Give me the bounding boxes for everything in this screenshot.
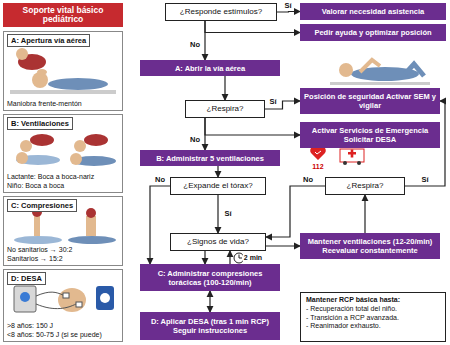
flow-arrow (277, 11, 300, 13)
step-panel: C: Compresiones No sanitarios → 30:2Sanit… (3, 196, 123, 266)
title-text: Soporte vital básico pediátrico (7, 6, 119, 25)
panel-caption: <8 años: 50-75 J (si se puede) (7, 331, 119, 339)
node-text: A: Abrir la vía aérea (175, 64, 245, 73)
flow-arrow (364, 195, 365, 233)
note-box: Mantener RCP básica hasta:- Recuperación… (300, 292, 446, 342)
node-text: Activar Servicios de Emergencia Solicita… (304, 126, 436, 144)
flow-arrow (204, 251, 205, 264)
action-box: A: Abrir la vía aérea (140, 60, 280, 76)
node-text: C: Administrar compresiones torácicas (1… (144, 269, 276, 287)
recovery-position-illustration (330, 60, 430, 85)
airway-illustration (10, 48, 116, 94)
title-box: Soporte vital básico pediátrico (3, 3, 123, 27)
note-item: - Recuperación total del niño. (306, 305, 397, 314)
heart-phone-icon (310, 146, 326, 160)
panel-caption: Sanitarios → 15:2 (7, 255, 119, 263)
edge-label: No (189, 136, 201, 144)
panel-picture-area (7, 212, 119, 246)
panel-heading: C: Compresiones (7, 199, 77, 212)
action-box: Valorar necesidad asistencia (300, 3, 446, 20)
step-panel: B: VentilacionesLactante: Boca a boca-na… (3, 114, 123, 193)
decision-box: ¿Respira? (325, 177, 405, 195)
decision-box: ¿Signos de vida? (170, 233, 266, 251)
panel-picture-area (7, 130, 119, 173)
flow-arrow (266, 186, 325, 237)
flow-arrow (205, 21, 300, 33)
node-text: ¿Respira? (347, 181, 384, 190)
panel-heading: B: Ventilaciones (7, 117, 73, 130)
flow-arrow (224, 76, 225, 100)
node-text: ¿Expande el tórax? (183, 181, 252, 190)
node-text: Mantener ventilaciones (12-20/min) Reeva… (304, 237, 436, 255)
step-panel: A: Apertura vía aéreaManiobra frente-men… (3, 31, 123, 111)
node-text: ¿Responde estímulos? (180, 7, 262, 16)
action-box: Pedir ayuda y optimizar posición (300, 24, 446, 41)
edge-label: Sí (268, 98, 277, 106)
flow-arrow (266, 245, 300, 246)
ventilation-illustration (16, 134, 116, 166)
compression-illustration (14, 207, 116, 244)
panel-caption: Maniobra frente-mentón (7, 100, 119, 108)
panel-picture-area (7, 47, 119, 100)
edge-label: Sí (223, 210, 232, 218)
action-box: Mantener ventilaciones (12-20/min) Reeva… (300, 233, 440, 259)
flow-arrow (217, 195, 218, 233)
node-text: ¿Respira? (207, 104, 244, 113)
decision-box: ¿Respira? (185, 100, 265, 118)
flow-arrow (209, 291, 210, 312)
time-label: 2 min (243, 254, 263, 262)
edge-label: No (154, 176, 166, 184)
ambulance-icon (340, 149, 364, 165)
decision-box: ¿Responde estímulos? (165, 3, 277, 21)
note-item: - Transición a RCP avanzada. (306, 314, 399, 323)
note-heading: Mantener RCP básica hasta: (306, 296, 400, 305)
aed-illustration (14, 286, 114, 312)
action-box: Activar Servicios de Emergencia Solicita… (300, 122, 440, 148)
node-text: D: Aplicar DESA (tras 1 min RCP) Seguir … (144, 317, 276, 335)
panel-caption: >8 años: 150 J (7, 322, 119, 330)
node-text: Posición de seguridad Activar SEM y vigi… (304, 92, 436, 110)
node-text: Pedir ayuda y optimizar posición (314, 28, 431, 37)
panel-caption: No sanitarios → 30:2 (7, 246, 119, 254)
phone-number: 112 (311, 163, 324, 171)
panel-picture-area (7, 285, 119, 322)
flow-arrow (217, 166, 218, 177)
action-box: C: Administrar compresiones torácicas (1… (140, 264, 280, 291)
action-box: D: Aplicar DESA (tras 1 min RCP) Seguir … (140, 312, 280, 340)
panel-caption: Niño: Boca a boca (7, 182, 119, 190)
flow-arrow (229, 251, 230, 264)
panel-heading: D: DESA (7, 272, 46, 285)
edge-label: Sí (420, 176, 429, 184)
decision-box: ¿Expande el tórax? (170, 177, 266, 195)
panel-caption: Lactante: Boca a boca-nariz (7, 173, 119, 181)
action-box: B: Administrar 5 ventilaciones (140, 150, 280, 166)
action-box: Posición de seguridad Activar SEM y vigi… (300, 88, 440, 114)
flow-arrow (150, 186, 170, 264)
step-panel: D: DESA >8 años: 150 J<8 años: 50-75 J (s… (3, 269, 123, 342)
edge-label: No (189, 41, 201, 49)
node-text: B: Administrar 5 ventilaciones (156, 154, 264, 163)
node-text: Valorar necesidad asistencia (322, 7, 425, 16)
note-item: - Reanimador exhausto. (306, 322, 381, 331)
panel-heading: A: Apertura vía aérea (7, 34, 90, 47)
flow-arrow (205, 118, 300, 135)
edge-label: No (302, 176, 314, 184)
node-text: ¿Signos de vida? (187, 237, 249, 246)
edge-label: Sí (283, 2, 292, 10)
